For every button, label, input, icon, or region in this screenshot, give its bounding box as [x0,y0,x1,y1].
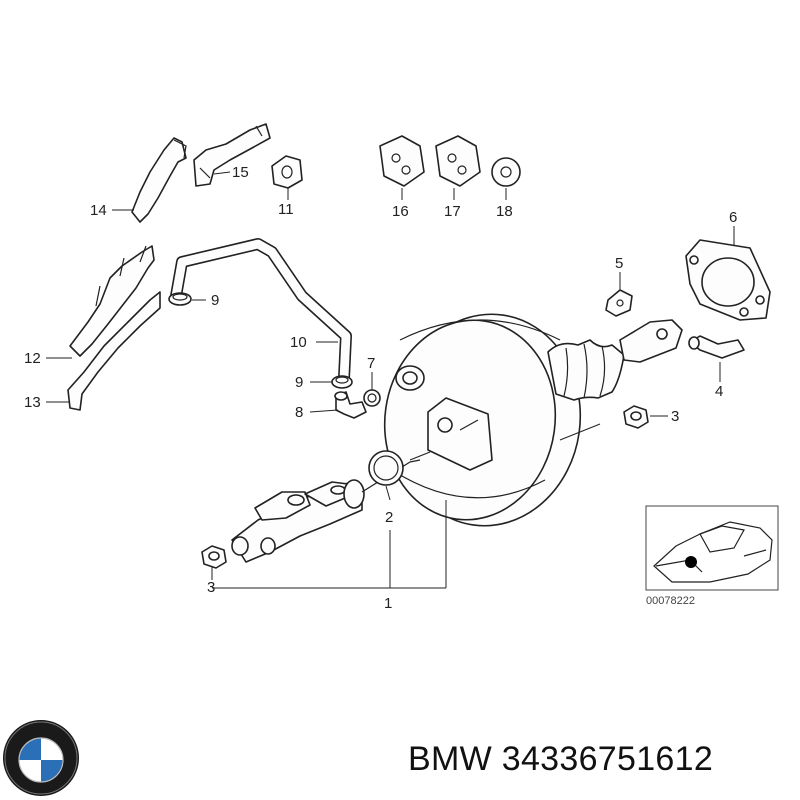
nut-left [201,545,227,569]
grommet-11 [271,155,303,189]
master-cylinder [231,459,421,563]
callout-17: 17 [444,203,461,220]
part-number-caption: BMW 34336751612 [408,740,714,778]
callout-6: 6 [729,209,737,226]
callout-14: 14 [90,202,107,219]
seal-18 [491,157,521,187]
grommet [363,389,381,407]
callout-10: 10 [290,334,307,351]
leader-lines [46,171,735,589]
hose-clamp-lower [331,375,353,389]
bracket-14 [131,137,187,223]
callout-16: 16 [392,203,409,220]
brake-booster [383,313,683,527]
callout-7: 7 [367,355,375,372]
bracket-12 [69,245,155,357]
callout-11: 11 [278,201,294,218]
hose-clamp-upper [168,292,192,306]
callout-9-lower: 9 [295,374,303,391]
gasket [685,239,771,321]
elbow-connector [334,391,367,419]
bracket-15 [193,123,271,187]
callout-2: 2 [385,509,393,526]
callout-8: 8 [295,404,303,421]
callout-4: 4 [715,383,723,400]
callout-18: 18 [496,203,513,220]
callout-5: 5 [615,255,623,272]
callout-13: 13 [24,394,41,411]
callouts: 1 2 3 3 4 5 6 7 8 9 9 10 11 12 13 14 15 … [24,164,737,612]
bmw-roundel-icon [3,720,79,796]
vacuum-hose-inner [171,239,351,383]
callout-1: 1 [384,595,392,612]
callout-3-left: 3 [207,579,215,596]
location-marker [685,556,697,568]
pad-17 [435,135,481,187]
clevis-pin [688,335,745,359]
inset-reference-code: 00078222 [646,595,695,607]
pad-16 [379,135,425,187]
vehicle-locator-inset: 00078222 [645,505,779,607]
callout-3-right: 3 [671,408,679,425]
callout-9-upper: 9 [211,292,219,309]
bracket-5 [605,289,633,317]
callout-15: 15 [232,164,249,181]
nut-right [623,405,649,429]
callout-12: 12 [24,350,41,367]
bracket-13 [67,291,161,411]
